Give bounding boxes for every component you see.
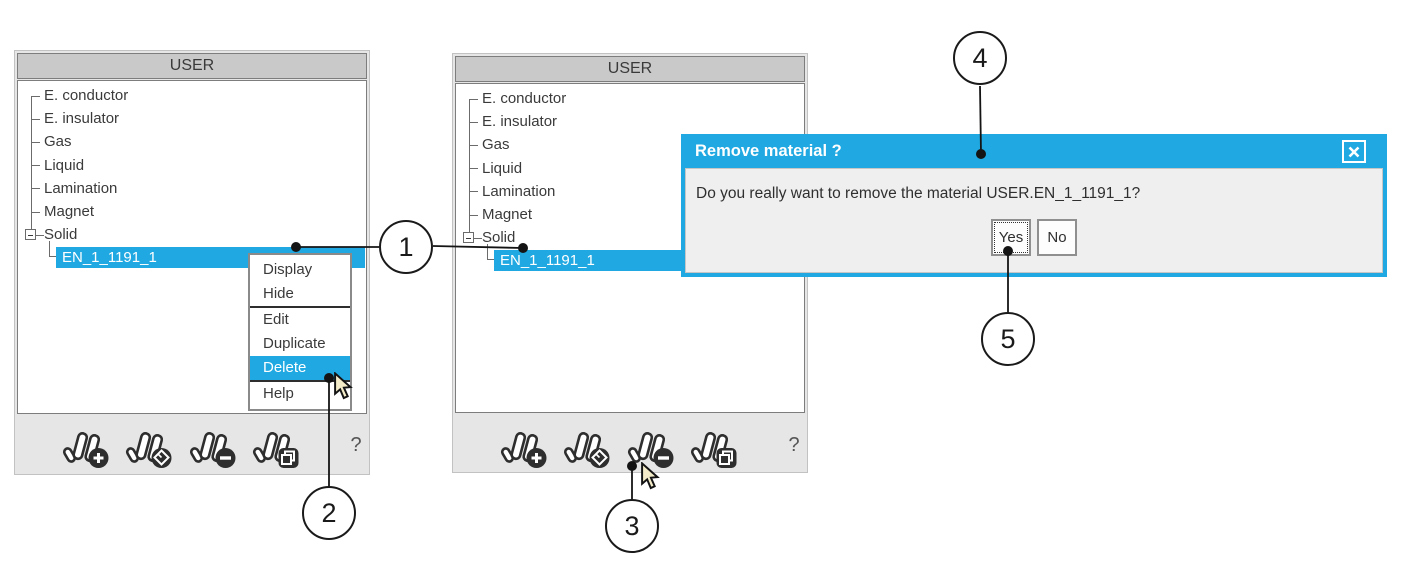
callout-step-2: 2 [302, 486, 356, 540]
menu-item-hide[interactable]: Hide [263, 285, 294, 302]
dialog-body: Do you really want to remove the materia… [685, 168, 1383, 273]
callout-step-4: 4 [953, 31, 1007, 85]
tree-item-liquid[interactable]: Liquid [456, 157, 804, 180]
tree-item-solid[interactable]: Solid [18, 223, 366, 246]
add-material-icon[interactable] [62, 429, 110, 469]
cursor-icon [333, 371, 354, 400]
remove-material-icon[interactable] [189, 429, 237, 469]
panel-title: USER [455, 56, 805, 82]
tree-item-e-conductor[interactable]: E. conductor [456, 87, 804, 110]
tree-item-liquid[interactable]: Liquid [18, 154, 366, 177]
callout-step-1: 1 [379, 220, 433, 274]
edit-material-icon[interactable] [563, 429, 611, 469]
tree-connector-line [487, 244, 495, 261]
collapse-icon[interactable] [463, 232, 474, 244]
remove-material-icon[interactable] [627, 429, 675, 469]
tree-item-gas[interactable]: Gas [18, 130, 366, 153]
menu-item-display[interactable]: Display [263, 261, 313, 278]
menu-separator [250, 306, 350, 308]
tree-connector-line [49, 241, 57, 258]
tree-item-lamination[interactable]: Lamination [18, 177, 366, 200]
tree-item-e-insulator[interactable]: E. insulator [456, 110, 804, 133]
close-icon[interactable] [1342, 140, 1366, 163]
tree-item-magnet[interactable]: Magnet [18, 200, 366, 223]
tree-item-magnet[interactable]: Magnet [456, 203, 804, 226]
yes-button[interactable]: Yes [991, 219, 1031, 256]
tree-item-lamination[interactable]: Lamination [456, 180, 804, 203]
menu-item-help[interactable]: Help [263, 385, 294, 402]
tree-item-solid[interactable]: Solid [456, 226, 804, 249]
tree-item-gas[interactable]: Gas [456, 133, 804, 156]
remove-material-dialog: Remove material ? Do you really want to … [681, 134, 1387, 277]
tree-item-e-insulator[interactable]: E. insulator [18, 107, 366, 130]
duplicate-material-icon[interactable] [690, 429, 738, 469]
callout-step-5: 5 [981, 312, 1035, 366]
add-material-icon[interactable] [500, 429, 548, 469]
tree-item-e-conductor[interactable]: E. conductor [18, 84, 366, 107]
edit-material-icon[interactable] [125, 429, 173, 469]
cursor-icon [640, 461, 661, 490]
dialog-title: Remove material ? [695, 141, 842, 160]
menu-separator [250, 380, 350, 382]
panel-title: USER [17, 53, 367, 79]
no-button[interactable]: No [1037, 219, 1077, 256]
help-button[interactable]: ? [350, 434, 362, 456]
menu-item-duplicate[interactable]: Duplicate [263, 335, 326, 352]
help-button[interactable]: ? [788, 434, 800, 456]
menu-item-edit[interactable]: Edit [263, 311, 289, 328]
dialog-titlebar: Remove material ? [681, 134, 1387, 168]
collapse-icon[interactable] [25, 229, 36, 241]
dialog-message: Do you really want to remove the materia… [696, 185, 1141, 202]
duplicate-material-icon[interactable] [252, 429, 300, 469]
callout-step-3: 3 [605, 499, 659, 553]
